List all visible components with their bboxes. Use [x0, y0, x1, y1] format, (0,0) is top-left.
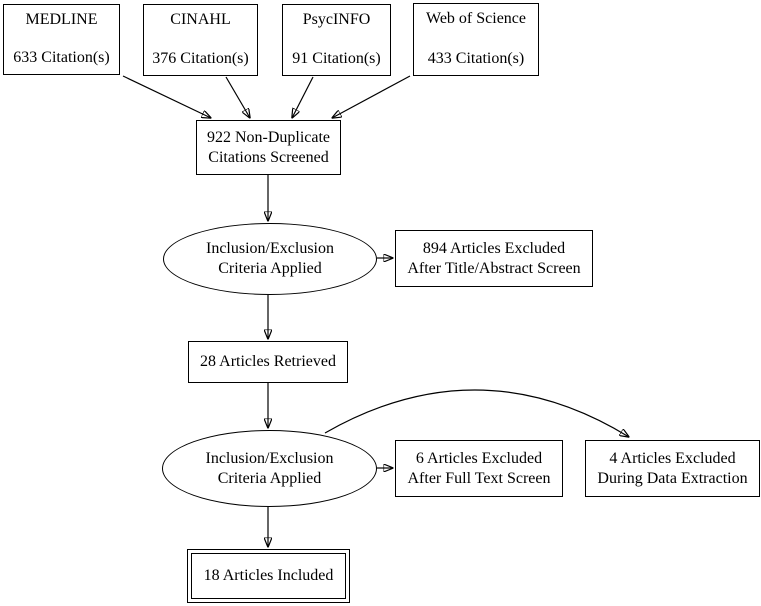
edge-criteria2-to-excluded-extraction — [324, 389, 629, 437]
source-citations: 433 Citation(s) — [427, 50, 525, 67]
excluded-line-1: 4 Articles Excluded — [609, 449, 736, 467]
source-name: CINAHL — [170, 11, 231, 28]
edge-medline-to-screened — [122, 75, 211, 118]
source-citations: 376 Citation(s) — [152, 50, 249, 67]
source-box-psycinfo: PsycINFO 91 Citation(s) — [282, 4, 391, 76]
edge-cinahl-to-screened — [225, 76, 250, 118]
criteria-line-1: Inclusion/Exclusion — [205, 449, 334, 467]
source-name: MEDLINE — [25, 11, 98, 28]
included-box-inner: 18 Articles Included — [191, 553, 346, 599]
excluded-title-abstract-box: 894 Articles Excluded After Title/Abstra… — [395, 230, 593, 287]
source-box-cinahl: CINAHL 376 Citation(s) — [143, 4, 258, 76]
source-name: Web of Science — [426, 10, 526, 27]
criteria-line-2: Criteria Applied — [217, 469, 322, 487]
screened-box: 922 Non-Duplicate Citations Screened — [196, 120, 341, 175]
screened-line-1: 922 Non-Duplicate — [206, 128, 331, 146]
criteria-line-1: Inclusion/Exclusion — [206, 240, 334, 257]
screened-line-2: Citations Screened — [208, 148, 329, 166]
excluded-line-2: During Data Extraction — [597, 469, 748, 487]
retrieved-label: 28 Articles Retrieved — [200, 353, 336, 370]
excluded-line-1: 6 Articles Excluded — [415, 449, 543, 467]
source-box-medline: MEDLINE 633 Citation(s) — [3, 4, 120, 75]
source-citations: 91 Citation(s) — [292, 50, 381, 67]
source-citations: 633 Citation(s) — [13, 49, 110, 66]
excluded-full-text-box: 6 Articles Excluded After Full Text Scre… — [395, 440, 563, 497]
excluded-line-1: 894 Articles Excluded — [422, 239, 566, 257]
source-name: PsycINFO — [302, 11, 371, 28]
excluded-data-extraction-box: 4 Articles Excluded During Data Extracti… — [585, 440, 760, 497]
source-box-web-of-science: Web of Science 433 Citation(s) — [413, 3, 539, 76]
criteria-ellipse-bottom: Inclusion/Exclusion Criteria Applied — [162, 430, 377, 507]
excluded-line-2: After Title/Abstract Screen — [407, 259, 581, 277]
criteria-line-2: Criteria Applied — [218, 260, 322, 277]
edge-psycinfo-to-screened — [292, 76, 314, 118]
edge-webofscience-to-screened — [332, 75, 411, 118]
included-label: 18 Articles Included — [203, 567, 334, 584]
excluded-line-2: After Full Text Screen — [407, 469, 551, 487]
retrieved-box: 28 Articles Retrieved — [188, 341, 348, 383]
included-box: 18 Articles Included — [187, 549, 350, 603]
criteria-ellipse-top: Inclusion/Exclusion Criteria Applied — [163, 223, 377, 295]
